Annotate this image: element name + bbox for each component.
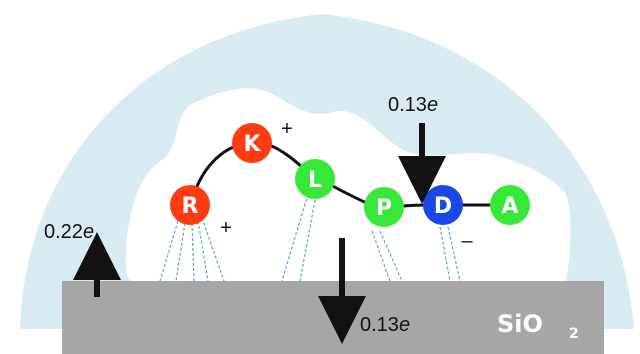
residue-charge-sign: + [281,118,293,140]
charge-transfer-label: 0.22e [44,221,94,243]
charge-transfer-label: 0.13e [360,314,410,336]
residue-letter: D [434,194,452,219]
charge-transfer-value: 0.22 [44,221,83,243]
contact-line-d-1 [439,226,451,282]
charge-transfer-1: 0.22e [44,221,121,297]
residue-circle [364,187,404,227]
residue-charge-sign: – [461,230,473,252]
charge-transfer-unit: e [83,221,94,243]
residue-l: L [295,159,335,199]
residue-letter: L [308,168,322,193]
substrate-label: SiO [497,310,543,338]
charge-transfer-unit: e [427,94,438,116]
residue-p: P [364,187,404,227]
contact-line-l-2 [299,194,317,282]
charge-transfer-2: 0.13e [318,238,410,344]
residue-r: R+ [170,185,232,239]
charge-transfer-unit: e [399,314,410,336]
contact-line-r-1 [159,220,179,282]
contact-line-p-2 [379,230,403,282]
contact-lines [159,193,461,282]
residue-letter: A [501,194,518,219]
substrate-label-subscript: 2 [569,326,579,342]
contact-line-r-5 [201,217,225,282]
residue-k: K+ [232,118,293,163]
contact-line-p-1 [371,230,391,282]
charge-transfer-label: 0.13e [388,94,438,116]
residue-circle [295,159,335,199]
residue-charge-sign: + [220,217,232,239]
residue-a: A [490,185,530,225]
residue-letter: R [182,194,199,219]
charge-transfer-3: 0.13e [388,94,446,204]
contact-line-l-1 [281,193,309,282]
residue-circle [170,185,210,225]
residue-letter: P [376,196,392,221]
residue-circle [232,123,272,163]
residue-letter: K [243,132,261,157]
residue-circle [490,185,530,225]
substrate-label-group: SiO 2 [497,310,579,342]
charge-transfer-value: 0.13 [360,314,399,336]
contact-line-d-2 [447,226,461,282]
contact-line-r-4 [197,220,209,282]
charge-transfer-value: 0.13 [388,94,427,116]
